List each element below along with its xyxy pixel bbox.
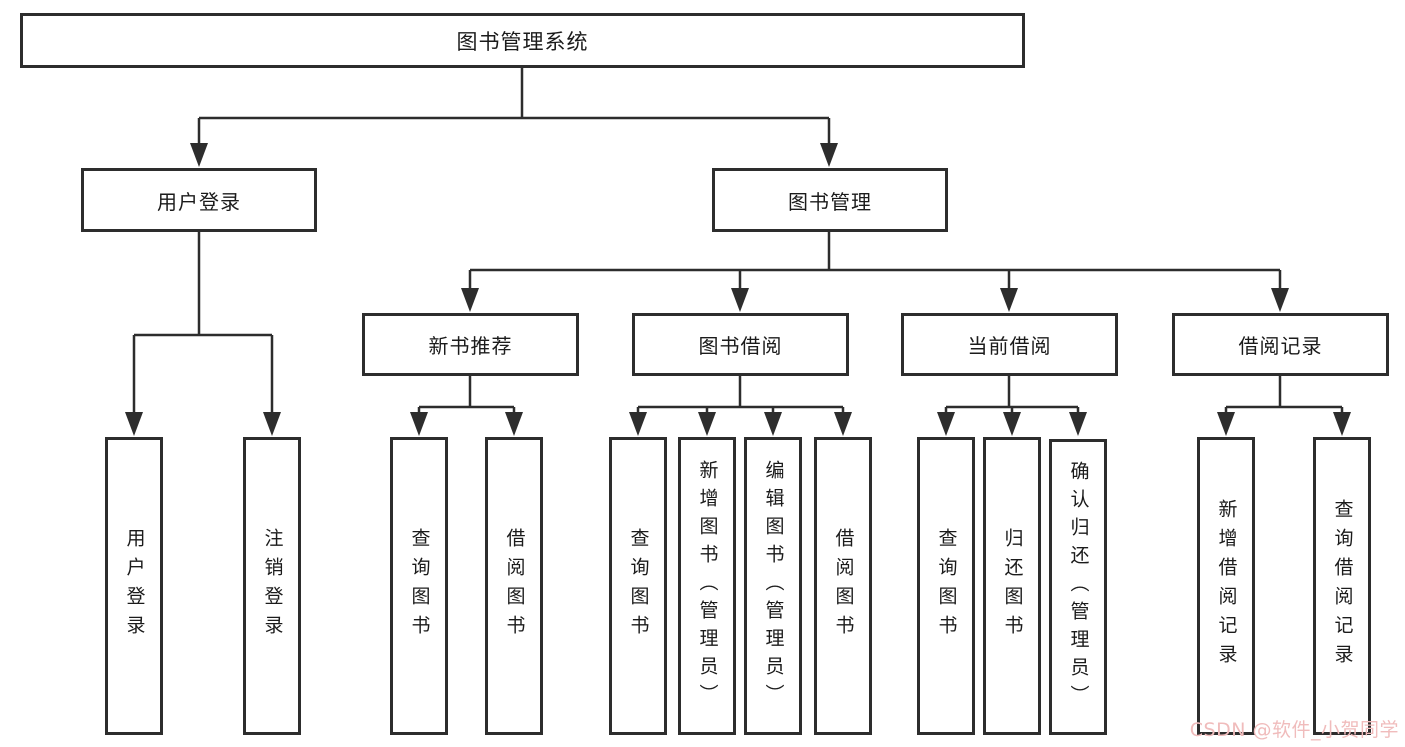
connector-line [636,376,845,414]
connector-line [417,376,516,414]
node-user-login: 用户登录 [81,168,317,232]
connector-borrow-record [1217,376,1351,436]
arrowhead-icon [125,412,143,436]
arrowhead-icon [1217,412,1235,436]
node-confirm-return-admin: 确认归还（管理员） [1049,439,1107,735]
connector-book-borrow [629,376,852,436]
node-label: 注销登录 [261,528,284,644]
node-label: 用户登录 [123,528,146,644]
node-borrow-book-action: 借阅图书 [814,437,872,735]
connector-line [1224,376,1344,414]
arrowhead-icon [937,412,955,436]
arrowhead-icon [698,412,716,436]
connector-book-management [461,232,1289,312]
node-book-borrow: 图书借阅 [632,313,849,376]
connector-current-borrow [937,376,1087,436]
node-book-management: 图书管理 [712,168,948,232]
node-label: 查询图书 [408,528,431,644]
node-label: 查询图书 [935,528,958,644]
node-label: 新增图书（管理员） [696,460,719,712]
node-library-system: 图书管理系统 [20,13,1025,68]
node-label: 用户登录 [157,189,241,214]
arrowhead-icon [629,412,647,436]
arrowhead-icon [190,143,208,167]
arrowhead-icon [410,412,428,436]
arrowhead-icon [1069,412,1087,436]
connector-line [132,232,274,414]
node-logout-action: 注销登录 [243,437,301,735]
node-add-borrow-record: 新增借阅记录 [1197,437,1255,735]
csdn-watermark: CSDN @软件_小贺同学 [1189,719,1399,741]
connector-line [197,68,831,146]
node-user-login-action: 用户登录 [105,437,163,735]
node-label: 新增借阅记录 [1215,499,1238,673]
node-label: 新书推荐 [428,334,513,358]
connector-line [468,232,1282,290]
node-label: 图书管理 [788,189,872,214]
arrowhead-icon [263,412,281,436]
node-query-book-current: 查询图书 [917,437,975,735]
arrowhead-icon [505,412,523,436]
node-label: 借阅图书 [503,528,526,644]
connector-new-book-recommend [410,376,523,436]
arrowhead-icon [461,288,479,312]
node-label: 图书借阅 [698,334,783,358]
node-label: 借阅记录 [1238,334,1323,358]
node-label: 当前借阅 [967,334,1052,358]
connector-line [944,376,1080,414]
node-label: 编辑图书（管理员） [762,460,785,712]
connector-user-login [125,232,281,436]
node-label: 查询图书 [627,528,650,644]
node-borrow-book-recommend: 借阅图书 [485,437,543,735]
node-new-book-recommend: 新书推荐 [362,313,579,376]
arrowhead-icon [764,412,782,436]
node-query-book-recommend: 查询图书 [390,437,448,735]
node-borrow-record: 借阅记录 [1172,313,1389,376]
node-return-book: 归还图书 [983,437,1041,735]
node-edit-book-admin: 编辑图书（管理员） [744,437,802,735]
arrowhead-icon [820,143,838,167]
node-query-borrow-record: 查询借阅记录 [1313,437,1371,735]
arrowhead-icon [731,288,749,312]
node-query-book-borrow: 查询图书 [609,437,667,735]
node-current-borrow: 当前借阅 [901,313,1118,376]
node-label: 确认归还（管理员） [1067,461,1090,713]
node-label: 图书管理系统 [456,29,589,54]
node-label: 查询借阅记录 [1331,499,1354,673]
connector-root [190,68,838,167]
arrowhead-icon [1333,412,1351,436]
node-add-book-admin: 新增图书（管理员） [678,437,736,735]
arrowhead-icon [1000,288,1018,312]
arrowhead-icon [1271,288,1289,312]
arrowhead-icon [834,412,852,436]
arrowhead-icon [1003,412,1021,436]
node-label: 归还图书 [1001,528,1024,644]
node-label: 借阅图书 [832,528,855,644]
